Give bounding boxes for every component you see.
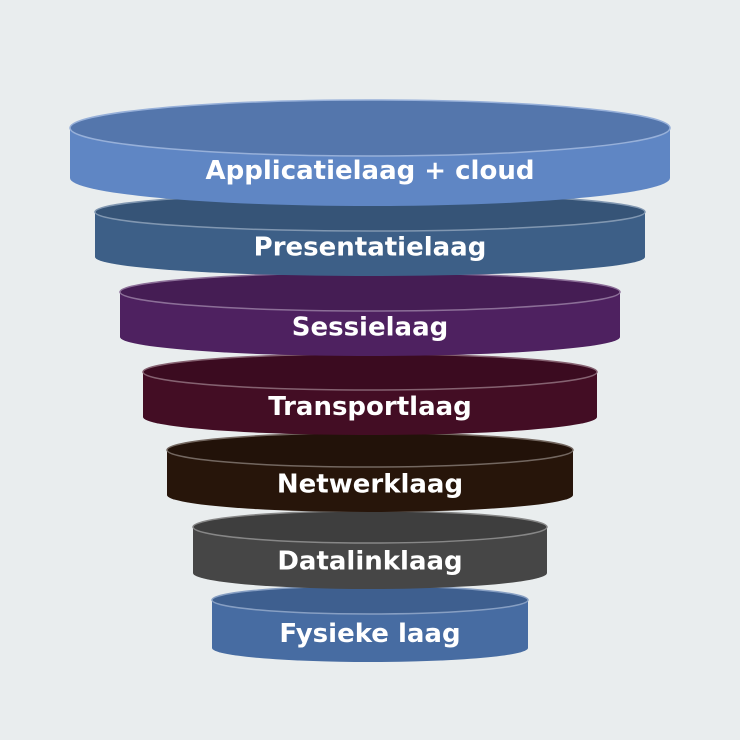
funnel-layer-3: Sessielaag [119,272,621,356]
layer-top-cap [192,510,548,544]
funnel-layer-1: Applicatielaag + cloud [69,99,671,206]
layer-label: Fysieke laag [279,619,460,649]
funnel-layer-5: Netwerklaag [166,432,574,512]
layer-top-cap [69,99,671,157]
layer-top-cap [211,585,529,615]
funnel-layer-6: Datalinklaag [192,510,548,589]
layer-top-cap [142,353,598,391]
layer-label: Datalinklaag [277,546,462,576]
layer-top-cap [119,272,621,312]
layer-label: Sessielaag [292,312,448,342]
funnel-layers: Fysieke laag Datalinklaag Netwerklaag Trans… [69,99,671,662]
layer-label: Presentatielaag [254,232,487,262]
layer-label: Applicatielaag + cloud [206,156,535,186]
layer-body [193,527,547,589]
layer-top-cap [166,432,574,468]
layer-label: Netwerklaag [277,469,463,499]
layer-body [212,600,528,662]
layer-label: Transportlaag [268,392,472,422]
funnel-layer-4: Transportlaag [142,353,598,435]
funnel-layer-7: Fysieke laag [211,585,529,662]
